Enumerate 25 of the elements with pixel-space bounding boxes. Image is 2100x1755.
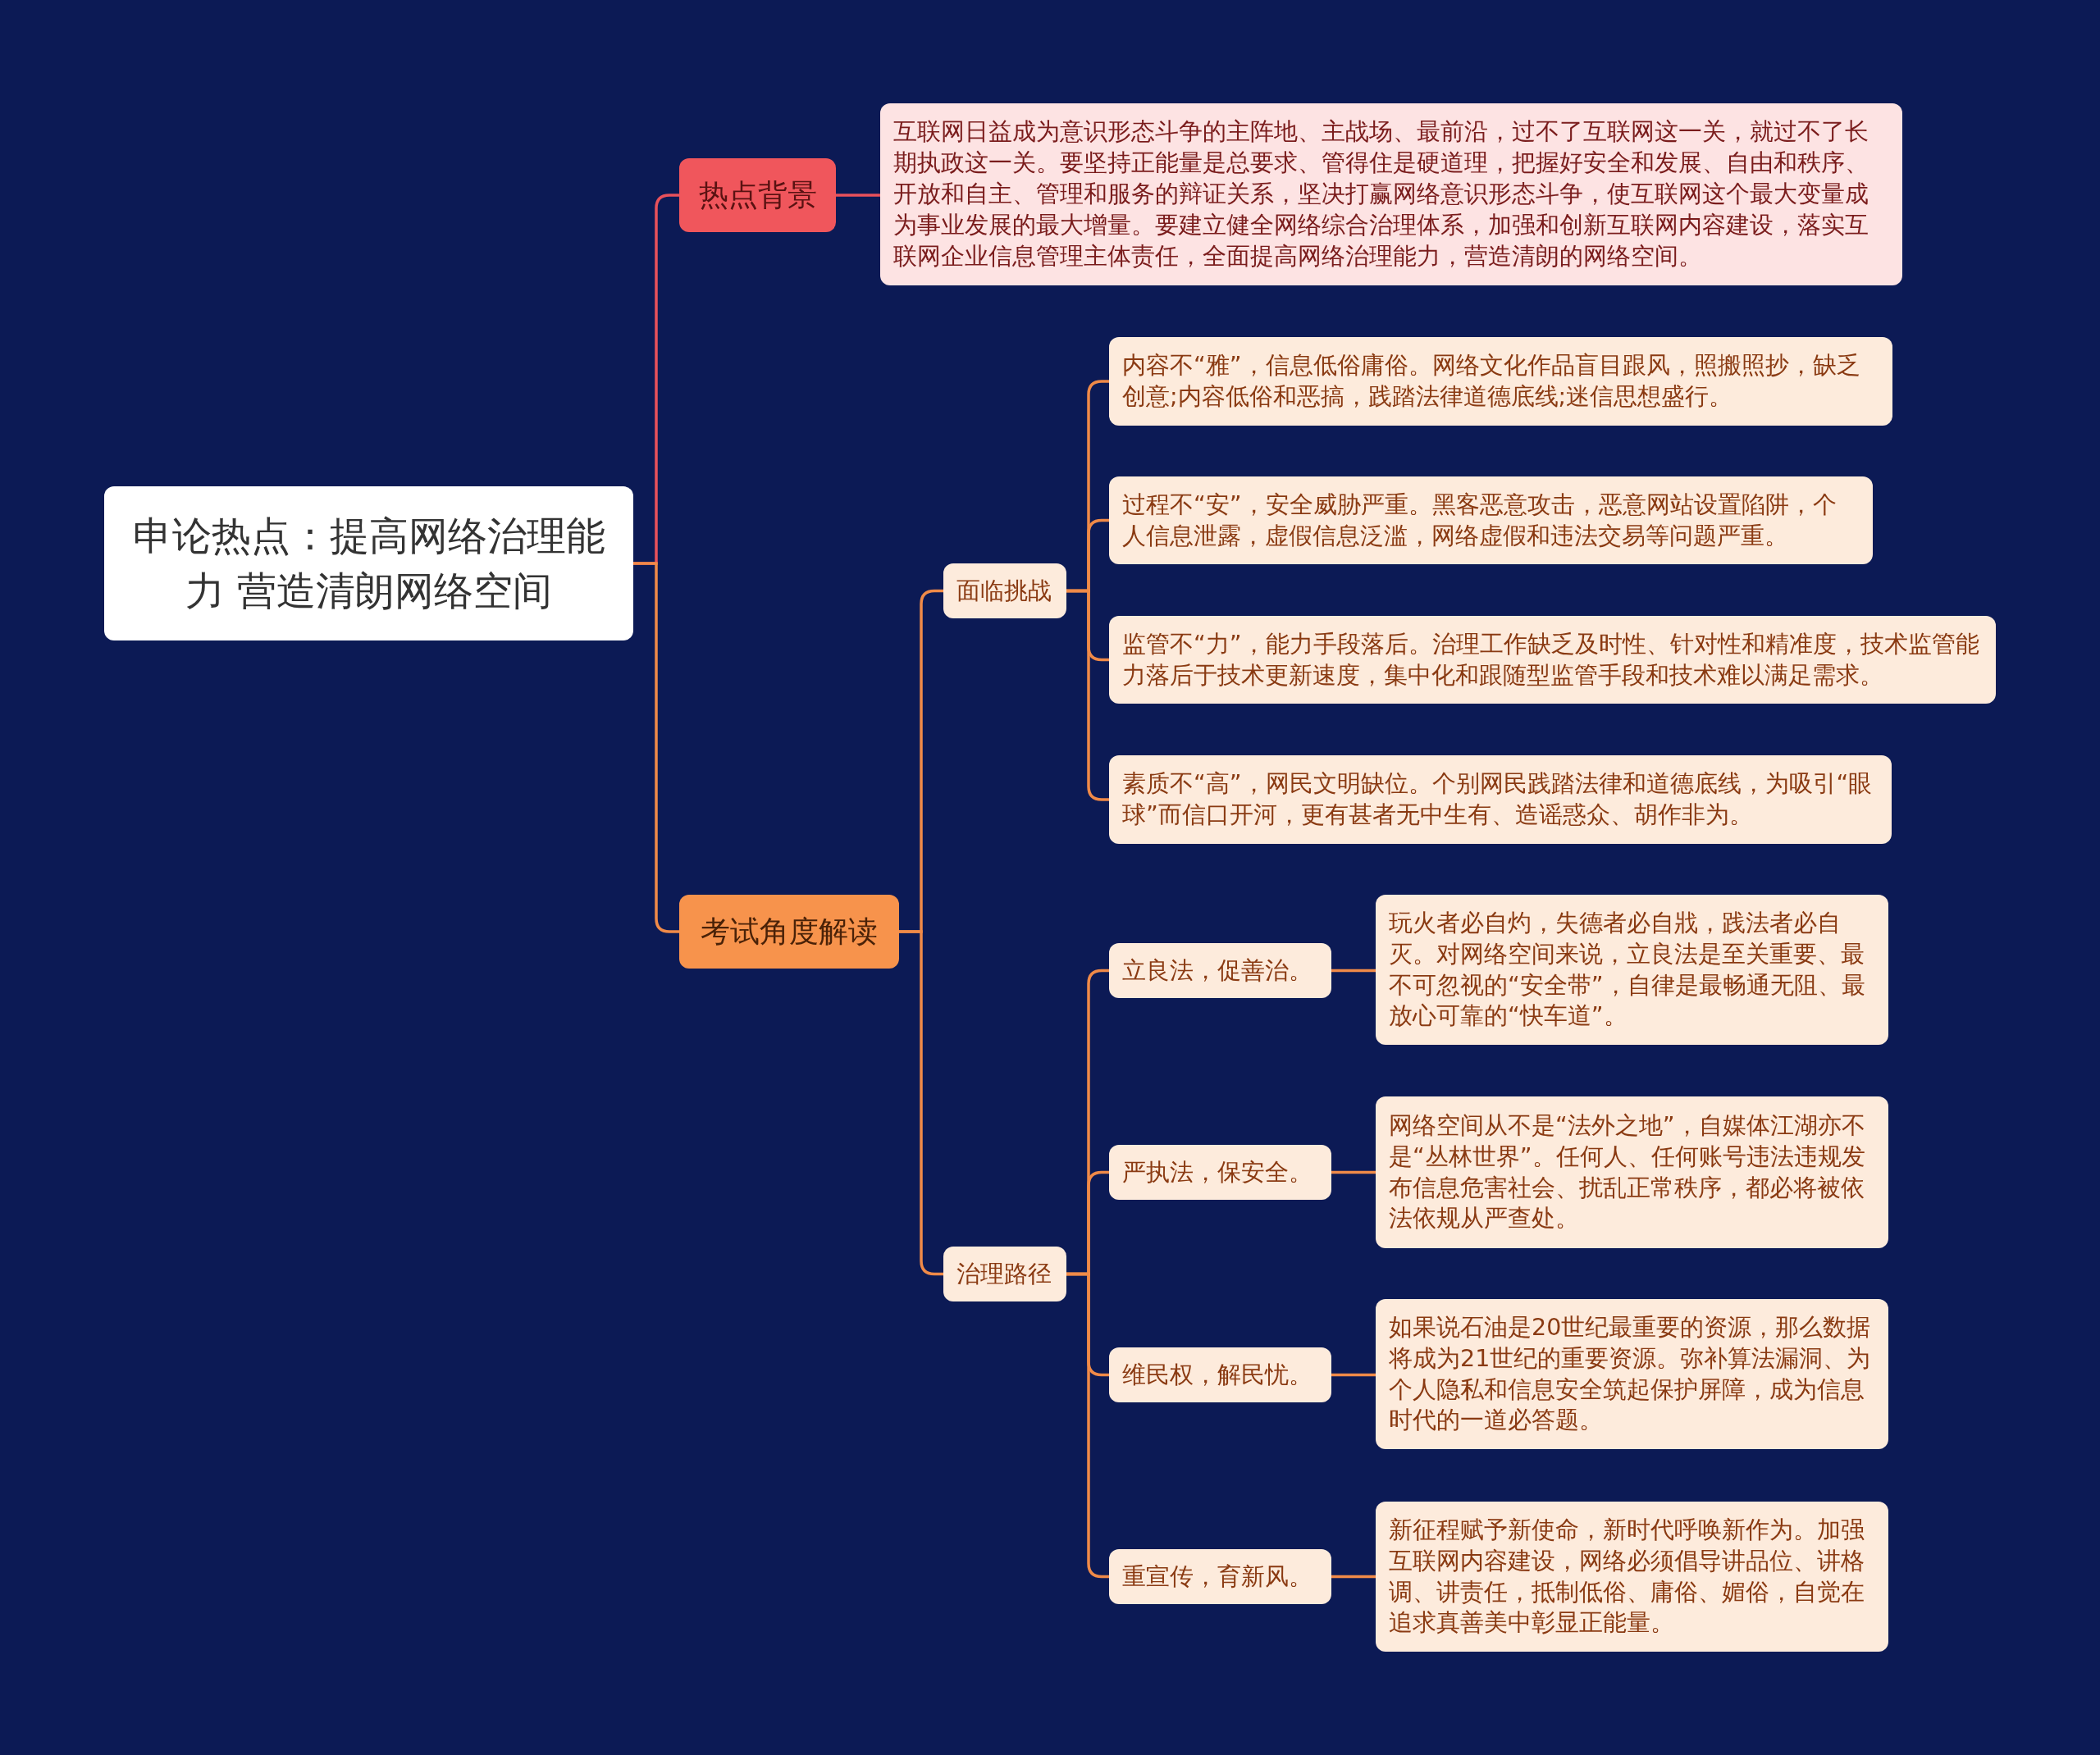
text-box: 新征程赋予新使命，新时代呼唤新作为。加强互联网内容建设，网络必须倡导讲品位、讲格调、讲责任，抵制低俗、庸俗、媚俗，自觉在追求真善美中彰显正能量。 <box>1376 1502 1888 1652</box>
connector-line <box>1331 1170 1376 1174</box>
subtopic-box: 重宣传，育新风。 <box>1109 1549 1331 1604</box>
subtopic-box: 维民权，解民忧。 <box>1109 1347 1331 1402</box>
connector-line <box>1331 1575 1376 1579</box>
text-box: 过程不“安”，安全威胁严重。黑客恶意攻击，恶意网站设置陷阱，个人信息泄露，虚假信息泛滥，网络虚假和违法交易等问题严重。 <box>1109 476 1873 564</box>
text-box: 网络空间从不是“法外之地”，自媒体江湖亦不是“丛林世界”。任何人、任何账号违法违规发布信息危害社会、扰乱正常秩序，都必将被依法依规从严查处。 <box>1376 1096 1888 1248</box>
subtopic-box: 严执法，保安全。 <box>1109 1145 1331 1200</box>
text-box: 互联网日益成为意识形态斗争的主阵地、主战场、最前沿，过不了互联网这一关，就过不了长期执政这一关。要坚持正能量是总要求、管得住是硬道理，把握好安全和发展、自由和秩序、开放和自主、管理和服务的辩证关系，坚决打赢网络意识形态斗争，使互联网这个最大变量成为事业发展的最大增量。要建立健全网络综合治理体系，加强和创新互联网内容建设，落实互联网企业信息管理主体责任，全面提高网络治理能力，营造清朗的网络空间。 <box>880 103 1902 285</box>
connector-line <box>1066 589 1109 801</box>
connector-line <box>836 194 880 197</box>
topic-box: 考试角度解读 <box>679 895 899 969</box>
subtopic-box: 面临挑战 <box>943 563 1066 618</box>
connector-line <box>1331 1373 1376 1377</box>
connector-line <box>1331 969 1376 973</box>
text-box: 素质不“高”，网民文明缺位。个别网民践踏法律和道德底线，为吸引“眼球”而信口开河，更有甚者无中生有、造谣惑众、胡作非为。 <box>1109 755 1892 844</box>
connector-line <box>1066 1272 1109 1579</box>
subtopic-box: 治理路径 <box>943 1247 1066 1301</box>
text-box: 如果说石油是20世纪最重要的资源，那么数据将成为21世纪的重要资源。弥补算法漏洞、为个人隐私和信息安全筑起保护屏障，成为信息时代的一道必答题。 <box>1376 1299 1888 1449</box>
text-box: 内容不“雅”，信息低俗庸俗。网络文化作品盲目跟风，照搬照抄，缺乏创意;内容低俗和恶搞，践踏法律道德底线;迷信思想盛行。 <box>1109 337 1892 426</box>
topic-box: 热点背景 <box>679 158 836 232</box>
subtopic-box: 立良法，促善治。 <box>1109 943 1331 998</box>
text-box: 监管不“力”，能力手段落后。治理工作缺乏及时性、针对性和精准度，技术监管能力落后于技术更新速度，集中化和跟随型监管手段和技术难以满足需求。 <box>1109 616 1996 704</box>
central-topic-box: 申论热点：提高网络治理能力 营造清朗网络空间 <box>104 486 633 640</box>
text-box: 玩火者必自灼，失德者必自戕，践法者必自灭。对网络空间来说，立良法是至关重要、最不可忽视的“安全带”，自律是最畅通无阻、最放心可靠的“快车道”。 <box>1376 895 1888 1045</box>
